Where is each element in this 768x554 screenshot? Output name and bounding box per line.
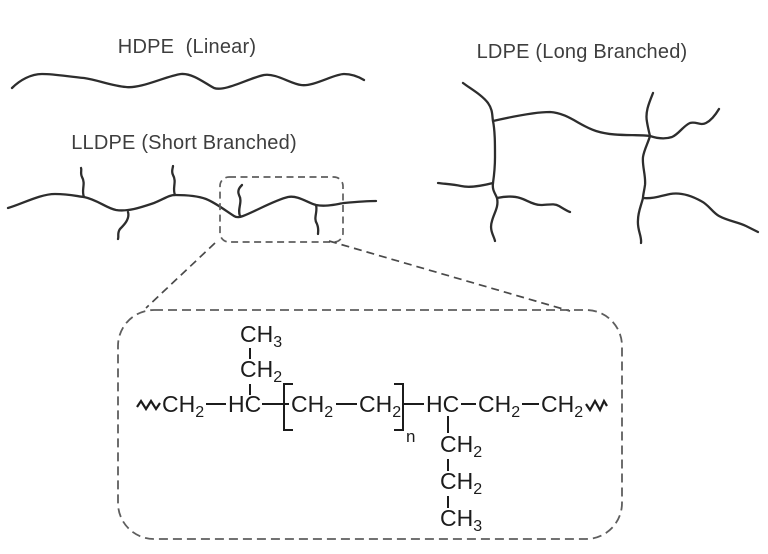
- lldpe-short-branch-4: [237, 183, 244, 218]
- ldpe-left-southeast-branch: [495, 195, 572, 214]
- lldpe-chain-curve: [6, 192, 378, 219]
- lldpe-short-branch-1: [79, 166, 86, 199]
- structure-detail-box: [117, 309, 623, 540]
- repeat-bracket-right: [394, 383, 404, 431]
- ldpe-label: LDPE (Long Branched): [476, 41, 688, 63]
- lldpe-short-branch-3: [170, 164, 177, 197]
- ldpe-right-southeast-branch: [641, 192, 760, 234]
- ldpe-right-northeast-branch: [648, 107, 721, 140]
- chain-continuation-squiggle-right: [585, 398, 608, 413]
- hdpe-label: HDPE (Linear): [117, 36, 257, 58]
- backbone-hc-1: HC: [228, 391, 261, 417]
- lldpe-short-branch-5: [314, 203, 320, 236]
- zoom-region-box: [219, 176, 344, 243]
- repeat-bracket-left: [283, 383, 293, 431]
- backbone-hc-2: HC: [426, 391, 459, 417]
- zoom-connector-left: [145, 242, 216, 309]
- backbone-ch2-3: CH2: [541, 391, 583, 421]
- top-branch-ch3: CH3: [240, 321, 282, 351]
- bottom-branch-ch3: CH3: [440, 505, 482, 535]
- repeat-subscript-n: n: [406, 427, 415, 446]
- chain-continuation-squiggle-left: [136, 398, 161, 412]
- lldpe-label: LLDPE (Short Branched): [71, 132, 297, 154]
- hdpe-chain-curve: [10, 72, 366, 90]
- ldpe-left-main-chain: [461, 81, 499, 243]
- ldpe-left-west-branch: [436, 181, 495, 188]
- bottom-branch-ch2-1: CH2: [440, 431, 482, 461]
- repeat-ch2-2: CH2: [359, 391, 401, 421]
- ldpe-right-main-chain: [636, 91, 655, 245]
- ldpe-top-crosslink: [491, 110, 652, 138]
- zoom-connector-right: [328, 240, 571, 312]
- lldpe-short-branch-2: [116, 210, 130, 241]
- top-branch-ch2: CH2: [240, 356, 282, 386]
- backbone-ch2-2: CH2: [478, 391, 520, 421]
- bottom-branch-ch2-2: CH2: [440, 468, 482, 498]
- backbone-ch2-1: CH2: [162, 391, 204, 421]
- repeat-ch2-1: CH2: [291, 391, 333, 421]
